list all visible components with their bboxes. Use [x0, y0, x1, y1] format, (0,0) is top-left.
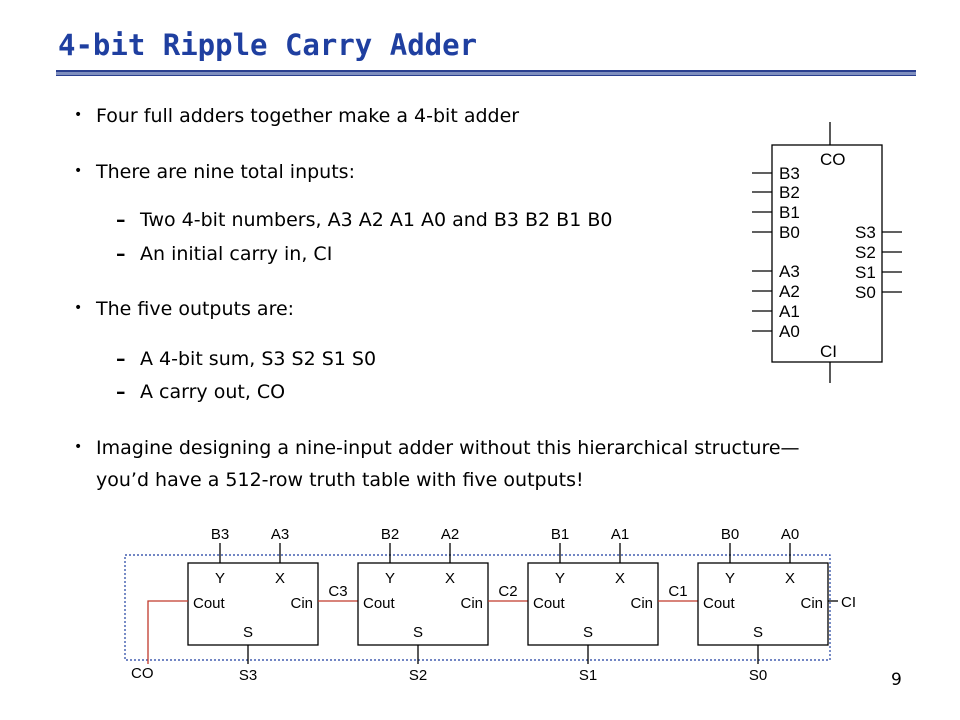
block-co-label: CO	[820, 150, 846, 169]
carry-net-label: C2	[498, 583, 517, 600]
bullet-dot-icon: •	[74, 107, 83, 123]
block-right-pin-label: S3	[855, 223, 876, 242]
dash-icon: –	[116, 209, 126, 231]
full-adder-box	[357, 562, 489, 646]
bullet-4-line2: you’d have a 512-row truth table with fi…	[96, 466, 584, 494]
input-label-b: B3	[211, 526, 229, 543]
cell-label-x: X	[275, 570, 285, 587]
block-left-pin-label: B1	[779, 203, 800, 222]
cell-label-s: S	[243, 624, 253, 641]
sum-output-label: S0	[749, 667, 767, 684]
cell-label-cout: Cout	[193, 595, 226, 612]
cell-label-y: Y	[385, 570, 395, 587]
dash-icon: –	[116, 348, 126, 370]
carry-net-label: C1	[668, 583, 687, 600]
input-label-b: B0	[721, 526, 739, 543]
block-left-pin-label: B2	[779, 183, 800, 202]
bullet-dot-icon: •	[74, 163, 83, 179]
input-label-b: B1	[551, 526, 569, 543]
block-left-pin-label: A2	[779, 282, 800, 301]
bullet-4-text-line1: Imagine designing a nine-input adder wit…	[96, 437, 800, 459]
full-adder-box	[527, 562, 659, 646]
cell-label-x: X	[445, 570, 455, 587]
carry-out-wire	[147, 600, 188, 664]
input-label-a: A0	[781, 526, 799, 543]
sum-output-label: S1	[579, 667, 597, 684]
cell-label-s: S	[753, 624, 763, 641]
page-number: 9	[891, 670, 902, 690]
block-left-pin-label: B0	[779, 223, 800, 242]
cell-label-cout: Cout	[533, 595, 566, 612]
block-left-pin-label: A1	[779, 302, 800, 321]
block-right-pin-label: S2	[855, 243, 876, 262]
adder-boundary	[124, 554, 831, 661]
bullet-1-text: Four full adders together make a 4-bit a…	[96, 105, 520, 127]
cell-label-x: X	[615, 570, 625, 587]
sub-bullet-1: –Two 4-bit numbers, A3 A2 A1 A0 and B3 B…	[116, 206, 613, 234]
input-label-a: A3	[271, 526, 289, 543]
carry-net-label: CI	[841, 594, 856, 611]
bullet-1: • Four full adders together make a 4-bit …	[74, 102, 520, 130]
sub-bullet-3-text: A 4-bit sum, S3 S2 S1 S0	[140, 348, 377, 370]
sum-output-label: S2	[409, 667, 427, 684]
bullet-dot-icon: •	[74, 300, 83, 316]
bullet-2-text: There are nine total inputs:	[96, 161, 355, 183]
bullet-4: • Imagine designing a nine-input adder wi…	[74, 434, 800, 462]
block-left-pin-label: A3	[779, 262, 800, 281]
sum-output-label: S3	[239, 667, 257, 684]
bullet-dot-icon: •	[74, 439, 83, 455]
sub-bullet-4: –A carry out, CO	[116, 378, 286, 406]
sub-bullet-2-text: An initial carry in, CI	[140, 243, 333, 265]
dash-icon: –	[116, 243, 126, 265]
cell-label-y: Y	[725, 570, 735, 587]
bullet-3-text: The five outputs are:	[96, 298, 295, 320]
cell-label-cin: Cin	[800, 595, 823, 612]
full-adder-box	[187, 562, 319, 646]
dash-icon: –	[116, 381, 126, 403]
cell-label-s: S	[413, 624, 423, 641]
bullet-3: • The five outputs are:	[74, 295, 295, 323]
bullet-4-text-line2: you’d have a 512-row truth table with fi…	[96, 469, 584, 491]
input-label-a: A1	[611, 526, 629, 543]
title-underline	[56, 70, 916, 76]
cell-label-s: S	[583, 624, 593, 641]
adder-block-body	[771, 144, 883, 363]
cell-label-cin: Cin	[290, 595, 313, 612]
block-left-pin-label: B3	[779, 164, 800, 183]
cell-label-cin: Cin	[460, 595, 483, 612]
adder-block-symbol	[771, 122, 883, 383]
bullet-2: • There are nine total inputs:	[74, 158, 355, 186]
cell-label-cout: Cout	[363, 595, 396, 612]
slide-title: 4-bit Ripple Carry Adder	[58, 28, 478, 62]
cell-label-cout: Cout	[703, 595, 736, 612]
sub-bullet-3: –A 4-bit sum, S3 S2 S1 S0	[116, 345, 377, 373]
carry-net-label: C3	[328, 583, 347, 600]
sub-bullet-4-text: A carry out, CO	[140, 381, 286, 403]
sub-bullet-2: –An initial carry in, CI	[116, 240, 333, 268]
input-label-a: A2	[441, 526, 459, 543]
block-ci-label: CI	[820, 342, 837, 361]
block-left-pin-label: A0	[779, 322, 800, 341]
cell-label-cin: Cin	[630, 595, 653, 612]
input-label-b: B2	[381, 526, 399, 543]
block-right-pin-label: S1	[855, 263, 876, 282]
full-adder-box	[697, 562, 829, 646]
sub-bullet-1-text: Two 4-bit numbers, A3 A2 A1 A0 and B3 B2…	[140, 209, 613, 231]
cell-label-y: Y	[215, 570, 225, 587]
cell-label-y: Y	[555, 570, 565, 587]
block-right-pin-label: S0	[855, 283, 876, 302]
carry-out-label: CO	[131, 665, 154, 682]
cell-label-x: X	[785, 570, 795, 587]
